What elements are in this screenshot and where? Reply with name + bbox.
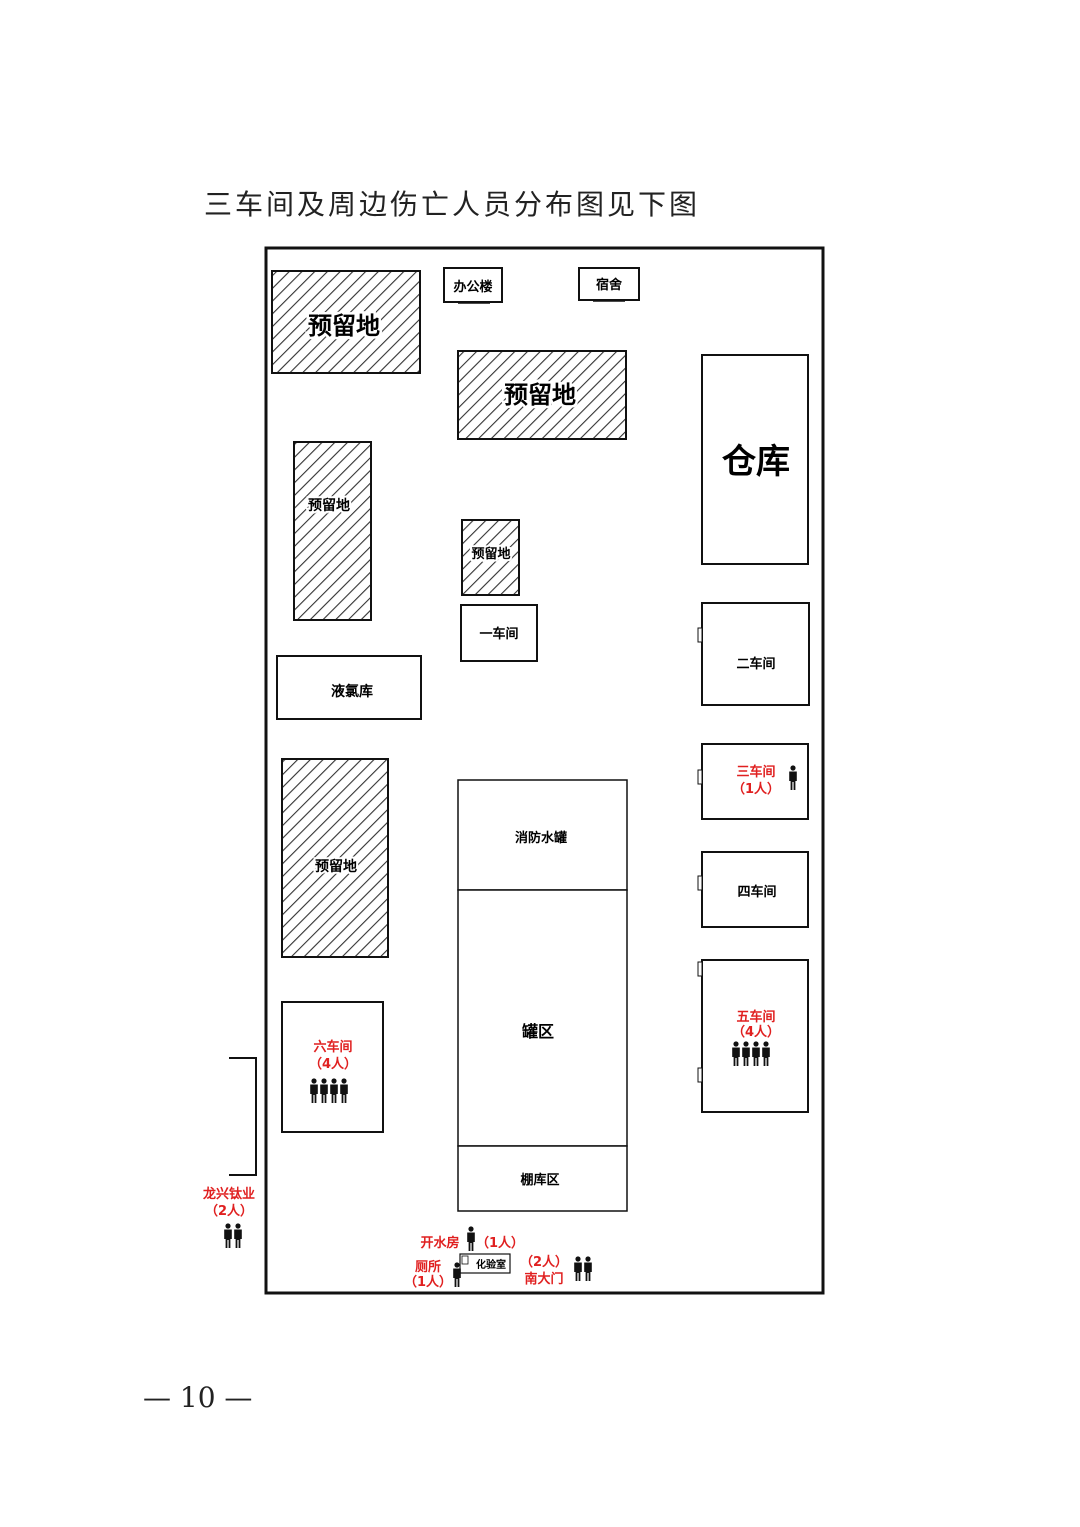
casualty-person-icon bbox=[574, 1256, 582, 1281]
reserved-lot-left-upper: 预留地 bbox=[293, 441, 372, 621]
longxing-casualty: 龙兴钛业 （2人） bbox=[203, 1186, 255, 1248]
longxing-casualty-figures bbox=[224, 1223, 242, 1248]
site-boundary bbox=[264, 246, 825, 1295]
figure-caption: 三车间及周边伤亡人员分布图见下图 bbox=[204, 188, 701, 221]
boiler-room-casualty-label: 开水房 bbox=[420, 1235, 459, 1251]
toilet-casualty: 厕所 （1人） bbox=[404, 1259, 461, 1290]
casualty-person-icon bbox=[234, 1223, 242, 1248]
warehouse-label: 仓库 bbox=[722, 442, 790, 482]
reserved-lot-label: 预留地 bbox=[308, 312, 380, 340]
reserved-lot-label: 预留地 bbox=[315, 858, 357, 875]
workshop-1: 一车间 bbox=[460, 604, 538, 662]
page-number: — 10 — bbox=[143, 1381, 253, 1414]
shed-storage-area: 棚库区 bbox=[457, 1145, 628, 1212]
workshop-6: 六车间 （4人） bbox=[281, 1001, 384, 1133]
workshop-3-casualty-label: 三车间 bbox=[736, 764, 775, 780]
warehouse: 仓库 bbox=[701, 354, 809, 565]
tank-area: 罐区 bbox=[457, 889, 628, 1147]
lab-label: 化验室 bbox=[476, 1258, 506, 1271]
casualty-person-icon bbox=[584, 1256, 592, 1281]
south-gate-casualty-count: （2人） bbox=[520, 1254, 568, 1270]
tank-area-label: 罐区 bbox=[521, 1022, 554, 1041]
boiler-room-casualty-figures bbox=[467, 1226, 475, 1251]
reserved-lot-top-center: 预留地 bbox=[457, 350, 627, 440]
reserved-lot-left-lower: 预留地 bbox=[281, 758, 389, 958]
boiler-room-casualty: 开水房 （1人） bbox=[420, 1226, 524, 1251]
fire-water-tank-label: 消防水罐 bbox=[515, 830, 567, 846]
workshop-2: 二车间 bbox=[697, 602, 810, 706]
reserved-lot-label: 预留地 bbox=[308, 497, 350, 514]
longxing-bracket bbox=[229, 1057, 257, 1176]
boiler-room-casualty-count: （1人） bbox=[476, 1235, 524, 1251]
shed-area-label: 棚库区 bbox=[520, 1172, 559, 1188]
workshop-2-label: 二车间 bbox=[736, 656, 775, 672]
south-gate-casualty-figures bbox=[574, 1256, 592, 1281]
office-label: 办公楼 bbox=[453, 279, 492, 295]
workshop-6-casualty-count: （4人） bbox=[309, 1056, 357, 1072]
south-gate-casualty: （2人） 南大门 bbox=[520, 1254, 592, 1287]
liquid-chlorine-storage: 液氯库 bbox=[276, 655, 422, 720]
dormitory: 宿舍 bbox=[578, 267, 640, 302]
workshop-5: 五车间 （4人） bbox=[697, 959, 809, 1113]
laboratory: 化验室 bbox=[459, 1253, 511, 1274]
workshop-4: 四车间 bbox=[697, 851, 809, 928]
reserved-lot-label: 预留地 bbox=[471, 546, 510, 562]
longxing-casualty-count: （2人） bbox=[205, 1203, 253, 1219]
casualty-person-icon bbox=[467, 1226, 475, 1251]
toilet-casualty-count: （1人） bbox=[404, 1274, 452, 1290]
workshop-1-label: 一车间 bbox=[479, 626, 518, 642]
workshop-3: 三车间 （1人） bbox=[697, 743, 809, 820]
toilet-casualty-label: 厕所 bbox=[415, 1259, 441, 1275]
longxing-casualty-label: 龙兴钛业 bbox=[203, 1186, 255, 1202]
workshop-6-casualty-label: 六车间 bbox=[313, 1039, 352, 1055]
reserved-lot-label: 预留地 bbox=[504, 381, 576, 409]
workshop-4-label: 四车间 bbox=[737, 884, 776, 900]
fire-water-tank: 消防水罐 bbox=[457, 779, 628, 891]
reserved-lot-top-left: 预留地 bbox=[271, 270, 421, 374]
workshop-5-casualty-label: 五车间 bbox=[736, 1009, 775, 1025]
south-gate-casualty-label: 南大门 bbox=[524, 1271, 563, 1287]
liquid-chlorine-label: 液氯库 bbox=[331, 683, 373, 700]
workshop-3-casualty-count: （1人） bbox=[732, 781, 780, 797]
casualty-person-icon bbox=[224, 1223, 232, 1248]
office-building: 办公楼 bbox=[443, 267, 503, 304]
workshop-5-casualty-count: （4人） bbox=[732, 1024, 780, 1040]
reserved-lot-center-small: 预留地 bbox=[461, 519, 520, 596]
dorm-label: 宿舍 bbox=[596, 277, 623, 293]
